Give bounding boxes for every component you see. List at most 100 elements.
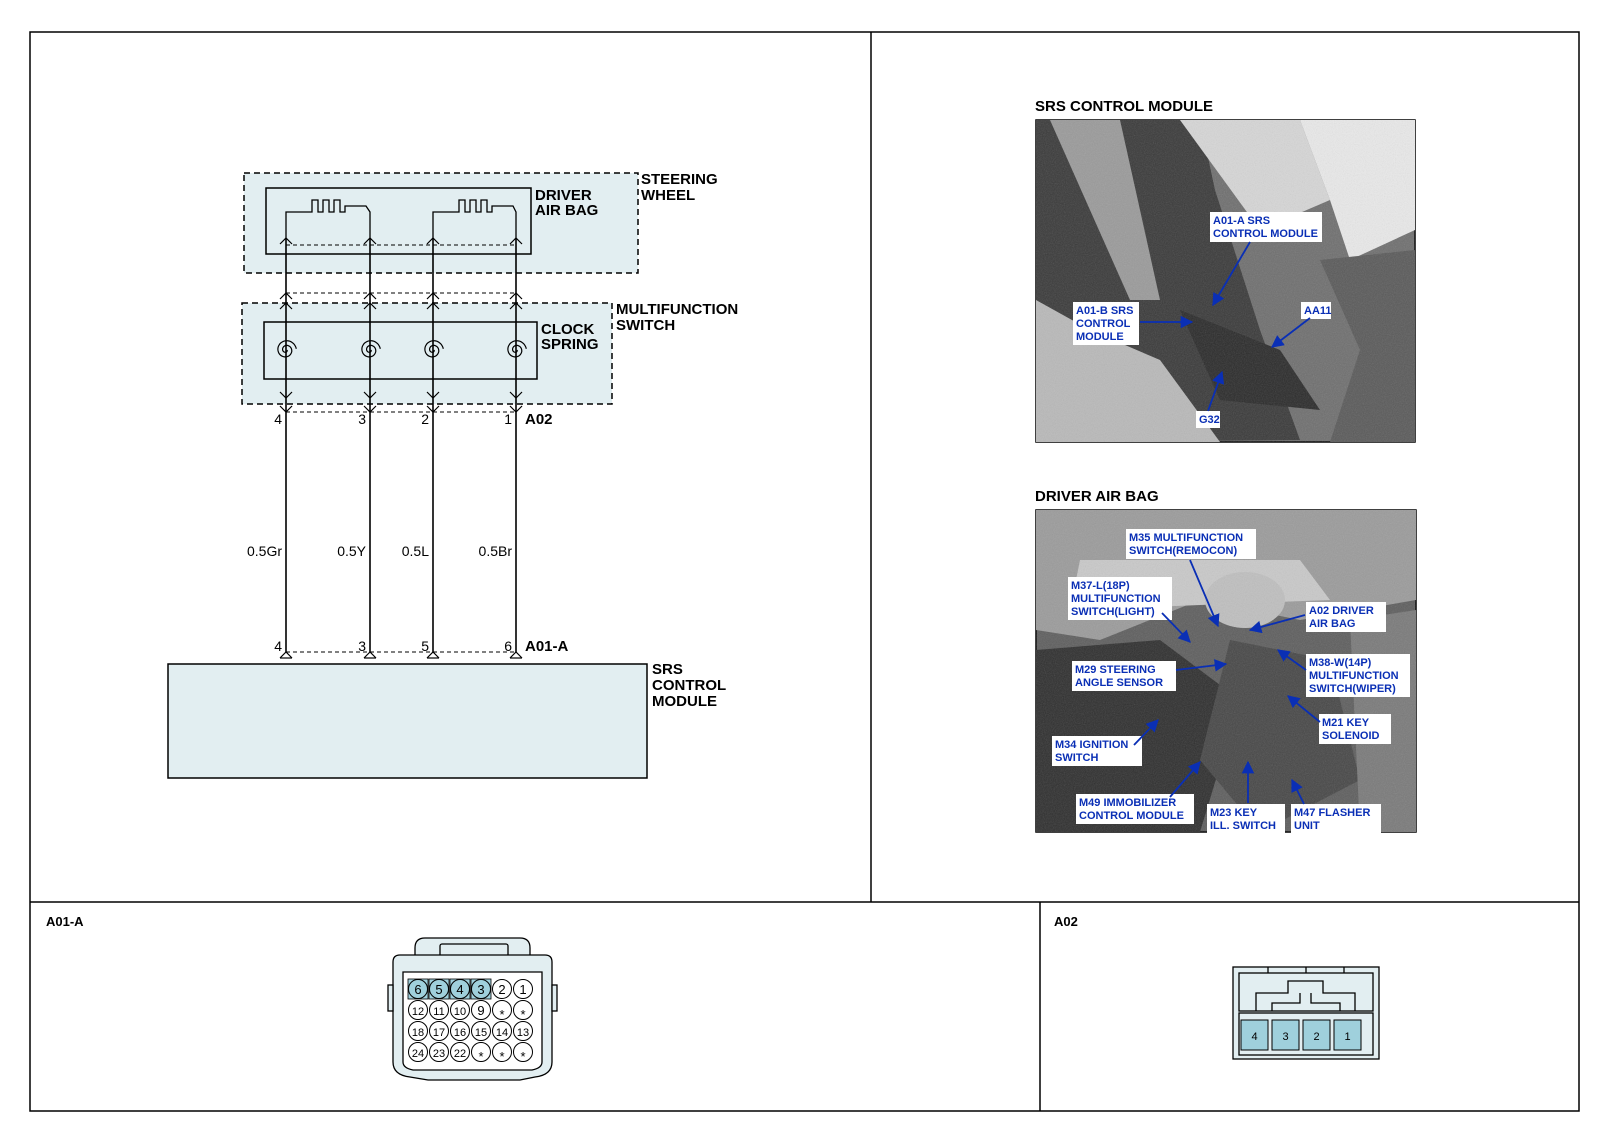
a01a-pin-label: 22 <box>454 1048 466 1060</box>
callout-text: A01-B SRS <box>1076 305 1133 317</box>
callout-text: CONTROL <box>1076 318 1131 330</box>
a01a-pin: * <box>513 1042 533 1064</box>
coil-symbol <box>507 340 527 358</box>
callout-text: SWITCH(REMOCON) <box>1129 545 1237 557</box>
callout-arrow <box>1276 649 1307 671</box>
callout-text: SOLENOID <box>1322 730 1380 742</box>
callout-text: M35 MULTIFUNCTION <box>1129 532 1243 544</box>
callout-g32: G32 <box>1196 370 1225 428</box>
callout-text: SWITCH <box>1055 752 1098 764</box>
a02-pin: 1 <box>1333 1019 1362 1051</box>
terminal-chevron <box>363 405 377 413</box>
terminal-chevron <box>509 237 523 245</box>
callout-text: M47 FLASHER <box>1294 807 1370 819</box>
terminal-chevron <box>279 237 293 245</box>
callout-text: SWITCH(LIGHT) <box>1071 606 1155 618</box>
srs-module-label-2: CONTROL <box>652 677 726 694</box>
wire-color-label: 0.5Br <box>479 543 513 559</box>
terminal-chevron <box>363 302 377 310</box>
bottom-pin-number: 4 <box>274 638 282 654</box>
terminal-chevron <box>509 391 523 399</box>
top-pin-number: 3 <box>358 411 366 427</box>
airbag-photo-title: DRIVER AIR BAG <box>1035 488 1159 505</box>
a01a-pin-label: 1 <box>519 982 526 997</box>
callout-text: M38-W(14P) <box>1309 657 1372 669</box>
terminal-chevron <box>426 237 440 245</box>
callout-aa11: AA11 <box>1270 302 1332 348</box>
srs-module-label-1: SRS <box>652 661 683 678</box>
driver-air-bag-label-2: AIR BAG <box>535 202 598 219</box>
a01a-pin: 15 <box>471 1021 491 1041</box>
wire-color-label: 0.5Y <box>337 543 366 559</box>
callout-text: M37-L(18P) <box>1071 580 1130 592</box>
squib-right <box>432 199 517 238</box>
a01a-pin-label: * <box>499 1007 504 1022</box>
a01a-pin: 11 <box>429 1000 449 1020</box>
squib-left <box>285 199 371 238</box>
terminal-chevron <box>363 391 377 399</box>
a02-pin-label: 2 <box>1313 1031 1319 1043</box>
a01a-pin-label: 24 <box>412 1048 424 1060</box>
a01a-pin-label: * <box>499 1049 504 1064</box>
terminal-chevron <box>279 405 293 413</box>
terminal-chevron <box>279 292 293 300</box>
callout-text: SWITCH(WIPER) <box>1309 683 1396 695</box>
a01a-pin-label: 17 <box>433 1027 445 1039</box>
a01a-pin: 16 <box>450 1021 470 1041</box>
bottom-pin-number: 3 <box>358 638 366 654</box>
wire-color-label: 0.5L <box>402 543 429 559</box>
callout-text: M49 IMMOBILIZER <box>1079 797 1176 809</box>
connector-a02-label: A02 <box>525 411 553 428</box>
a01a-pin-label: 9 <box>477 1003 484 1018</box>
a01a-pin: * <box>492 1000 512 1022</box>
terminal-chevron <box>426 292 440 300</box>
terminal-chevron <box>363 237 377 245</box>
terminal-chevron <box>363 292 377 300</box>
a01a-pin: 13 <box>513 1021 533 1041</box>
terminal-chevron <box>509 651 523 659</box>
bottom-pin-number: 6 <box>504 638 512 654</box>
a01a-pin-label: 6 <box>414 982 421 997</box>
top-pin-number: 1 <box>504 411 512 427</box>
a01a-pin-label: * <box>520 1007 525 1022</box>
a01a-pin-label: 11 <box>433 1006 444 1018</box>
a01a-pin: * <box>471 1042 491 1064</box>
a01a-pin: 22 <box>450 1042 470 1062</box>
clock-spring-coils <box>277 340 527 358</box>
callout-arrow <box>1175 659 1228 672</box>
terminal-chevron <box>509 302 523 310</box>
callout-arrow <box>1212 241 1251 307</box>
a01a-pin: 18 <box>408 1021 428 1041</box>
callout-text: AA11 <box>1304 305 1332 317</box>
airbag-callouts: M35 MULTIFUNCTIONSWITCH(REMOCON)M37-L(18… <box>1052 529 1410 834</box>
a02-pin: 4 <box>1240 1019 1269 1051</box>
terminal-chevron <box>509 292 523 300</box>
srs-photo <box>1035 119 1416 443</box>
steering-wheel-label-2: WHEEL <box>641 187 695 204</box>
coil-symbol <box>424 340 444 358</box>
a01a-pin-label: 4 <box>456 982 463 997</box>
steering-wheel-label-1: STEERING <box>641 171 718 188</box>
a01a-pin: 2 <box>492 979 512 999</box>
callout-arrow <box>1270 317 1311 348</box>
callout-text: CONTROL MODULE <box>1079 810 1184 822</box>
coil-symbol <box>277 340 297 358</box>
callout-text: A01-A SRS <box>1213 215 1270 227</box>
a01a-pin-label: 5 <box>435 982 442 997</box>
a01a-pin: * <box>492 1042 512 1064</box>
a02-pin-label: 1 <box>1344 1031 1350 1043</box>
a01a-pin-label: 23 <box>433 1048 445 1060</box>
terminal-chevron <box>363 651 377 659</box>
callout-arrow <box>1189 559 1220 628</box>
clock-spring-label-2: SPRING <box>541 336 599 353</box>
